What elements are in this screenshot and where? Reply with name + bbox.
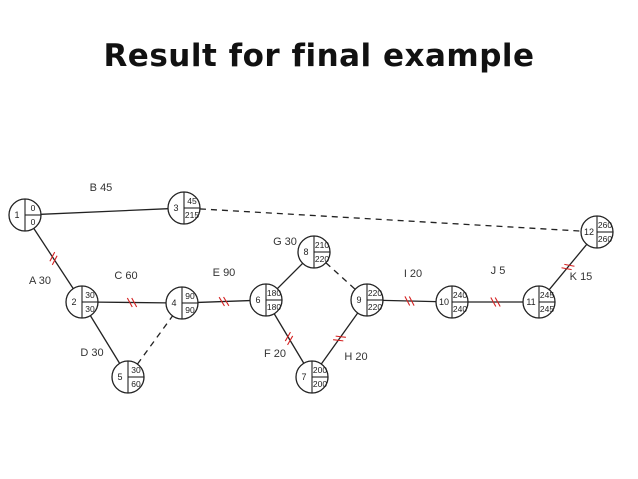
node-id: 7 [301, 372, 306, 382]
node-id: 4 [171, 298, 176, 308]
edge-6-7 [273, 313, 305, 364]
node-early-time: 180 [267, 288, 281, 298]
activity-label: G 30 [273, 236, 297, 248]
node-early-time: 245 [540, 290, 554, 300]
edge-2-4 [97, 301, 167, 304]
activity-label: C 60 [114, 270, 137, 282]
edge-11-12 [548, 243, 588, 291]
node-9: 9 220 220 [350, 283, 384, 317]
critical-mark [564, 263, 575, 267]
node-5: 5 30 60 [111, 360, 145, 394]
node-id: 6 [255, 295, 260, 305]
node-id: 5 [117, 372, 122, 382]
activity-label: A 30 [29, 275, 51, 287]
node-id: 11 [526, 297, 535, 307]
critical-mark [333, 339, 344, 342]
node-late-time: 260 [598, 234, 612, 244]
node-late-time: 220 [368, 302, 382, 312]
node-early-time: 45 [187, 196, 197, 206]
edge-7-9 [320, 312, 359, 365]
node-early-time: 220 [368, 288, 382, 298]
node-late-time: 60 [131, 379, 141, 389]
critical-mark [126, 297, 133, 308]
critical-mark [494, 297, 501, 307]
critical-mark [404, 296, 411, 306]
edge-9-10 [382, 299, 437, 303]
page-title: Result for final example [103, 38, 535, 74]
critical-mark [287, 335, 294, 346]
node-3: 3 45 215 [167, 191, 201, 225]
critical-mark [284, 331, 291, 342]
node-early-time: 260 [598, 220, 612, 230]
node-2: 2 30 30 [65, 285, 99, 319]
node-12: 12 260 260 [580, 215, 614, 249]
node-early-time: 90 [185, 291, 195, 301]
critical-mark [335, 335, 346, 338]
critical-mark [408, 296, 415, 306]
activity-label: D 30 [80, 347, 103, 359]
node-id: 2 [71, 297, 76, 307]
labels-layer: B 45 A 30 C 60 D 30 E 90 G 30 F 20 H 20 I 20 J 5 K… [29, 182, 592, 363]
nodes-layer: 1002303034521549090530606180180720020082… [8, 191, 614, 394]
edge-8-9 [325, 262, 356, 290]
activity-label: F 20 [264, 348, 286, 360]
node-early-time: 30 [131, 365, 141, 375]
edge-3-12 [199, 208, 582, 232]
node-id: 9 [356, 295, 361, 305]
node-id: 10 [439, 297, 449, 307]
critical-mark [218, 296, 225, 307]
node-late-time: 0 [31, 217, 36, 227]
node-early-time: 0 [31, 203, 36, 213]
edge-1-2 [33, 228, 74, 289]
activity-label: E 90 [213, 267, 236, 279]
node-id: 12 [584, 227, 594, 237]
node-1: 1 0 0 [8, 198, 42, 232]
activity-label: I 20 [404, 268, 422, 280]
node-early-time: 30 [85, 290, 95, 300]
node-late-time: 245 [540, 304, 554, 314]
critical-mark [561, 267, 572, 271]
critical-mark [223, 296, 230, 307]
node-late-time: 240 [453, 304, 467, 314]
node-late-time: 220 [315, 254, 329, 264]
edge-2-5 [89, 315, 121, 364]
node-11: 11 245 245 [522, 285, 556, 319]
critical-mark [131, 297, 138, 308]
critical-mark [490, 297, 497, 307]
activity-label: J 5 [491, 265, 506, 277]
node-late-time: 200 [313, 379, 327, 389]
node-6: 6 180 180 [249, 283, 283, 317]
node-id: 1 [14, 210, 19, 220]
activity-label: H 20 [344, 351, 367, 363]
edge-4-6 [197, 299, 251, 304]
node-10: 10 240 240 [435, 285, 469, 319]
node-early-time: 210 [315, 240, 329, 250]
node-early-time: 240 [453, 290, 467, 300]
node-id: 8 [303, 247, 308, 257]
node-4: 4 90 90 [165, 286, 199, 320]
critical-mark [49, 251, 56, 262]
node-id: 3 [173, 203, 178, 213]
node-late-time: 215 [185, 210, 199, 220]
edge-1-3 [40, 208, 169, 215]
node-8: 8 210 220 [297, 235, 331, 269]
critical-mark [51, 255, 58, 266]
edge-6-8 [276, 262, 304, 290]
node-late-time: 180 [267, 302, 281, 312]
node-early-time: 200 [313, 365, 327, 375]
edges-layer [33, 208, 588, 365]
edge-5-4 [136, 315, 174, 365]
node-late-time: 30 [85, 304, 95, 314]
node-late-time: 90 [185, 305, 195, 315]
activity-label: B 45 [90, 182, 113, 194]
activity-label: K 15 [570, 271, 593, 283]
node-7: 7 200 200 [295, 360, 329, 394]
